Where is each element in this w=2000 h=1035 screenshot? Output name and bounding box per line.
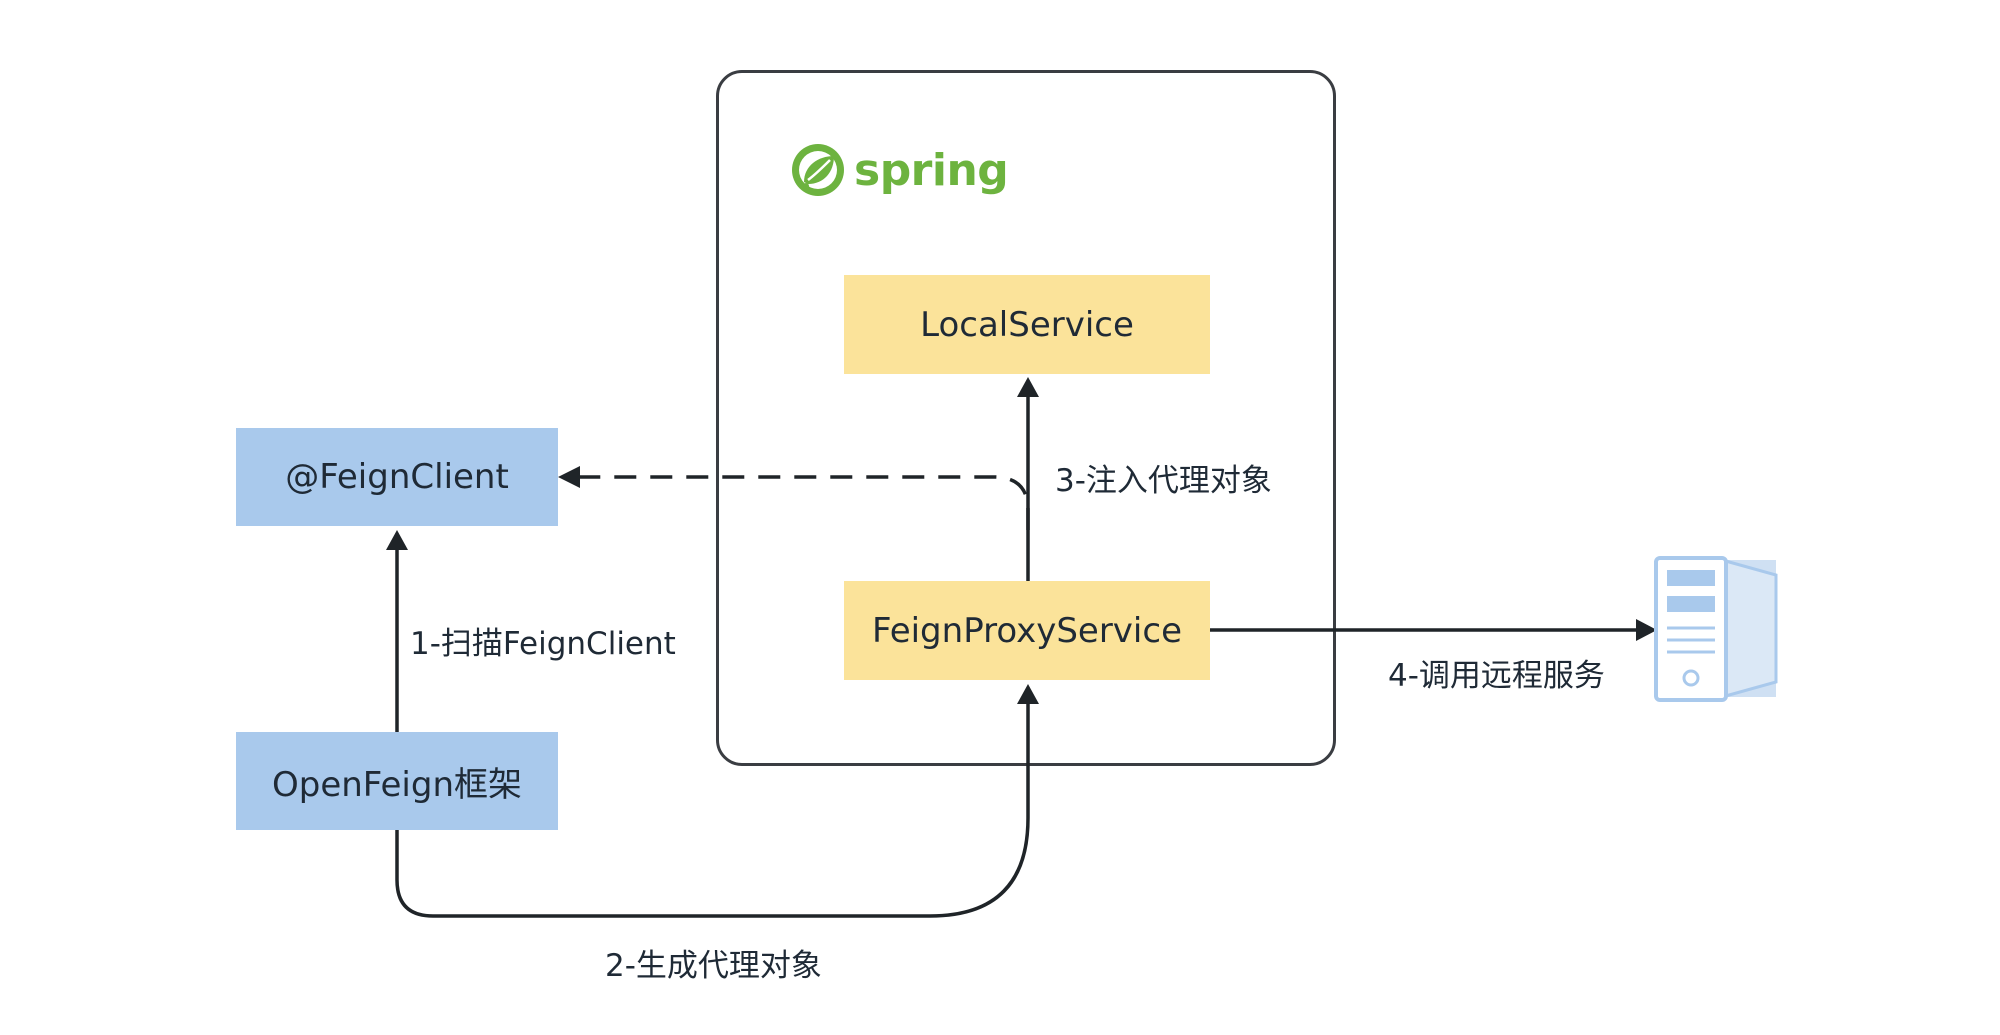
arrow-dashed-proxy-to-client [558,466,1030,530]
spring-leaf-icon [792,144,844,196]
local-service-label: LocalService [920,304,1134,345]
local-service-box: LocalService [844,275,1210,374]
feign-proxy-label: FeignProxyService [872,610,1182,651]
server-icon [1654,556,1778,702]
spring-logo: spring [790,142,1009,198]
spring-logo-text: spring [854,144,1009,196]
arrow-step2 [395,684,1039,918]
step2-label: 2-生成代理对象 [605,948,822,984]
openfeign-label: OpenFeign框架 [271,764,522,805]
openfeign-box: OpenFeign框架 [236,732,558,830]
step4-label: 4-调用远程服务 [1388,658,1605,694]
step3-label: 3-注入代理对象 [1055,463,1272,499]
arrow-step1 [386,530,408,732]
arrow-step3 [1017,377,1039,581]
feign-proxy-box: FeignProxyService [844,581,1210,680]
feign-client-label: @FeignClient [285,457,509,497]
arrow-step4 [1210,619,1657,641]
step1-label: 1-扫描FeignClient [410,626,676,662]
spring-container [716,70,1336,766]
feign-client-box: @FeignClient [236,428,558,526]
